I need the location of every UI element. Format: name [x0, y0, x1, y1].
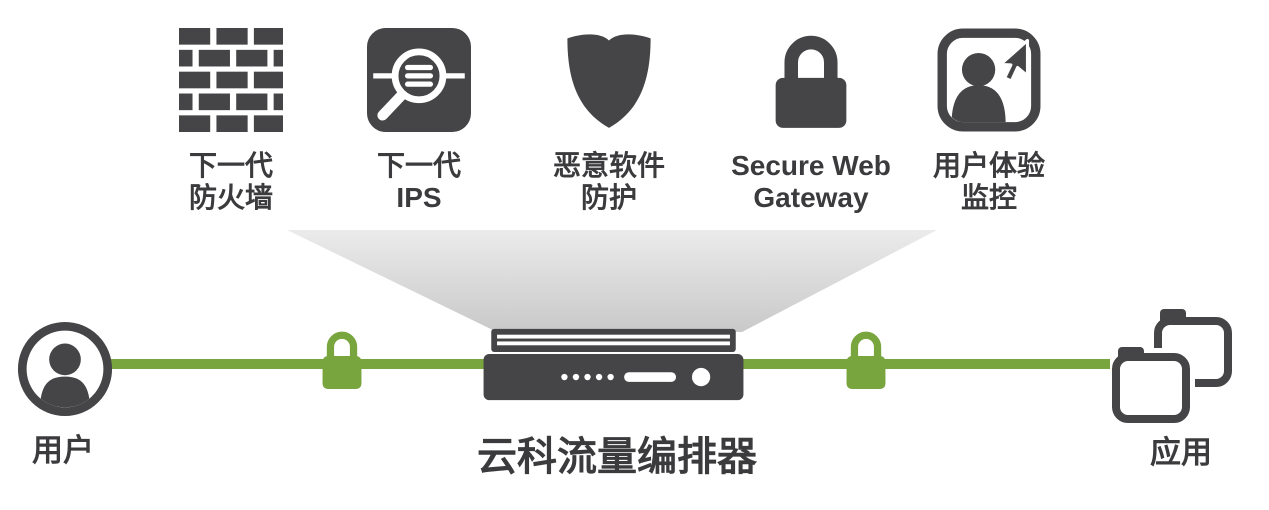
service-secure-web-gateway: Secure Web Gateway: [703, 28, 919, 214]
apps-icon: [1107, 309, 1232, 428]
applications-node: [1107, 309, 1235, 432]
service-label-line1: 恶意软件: [552, 150, 665, 181]
service-label-line2: 防火墙: [188, 181, 273, 213]
user-node: [17, 321, 113, 422]
server-icon: [483, 328, 744, 401]
user-experience-icon: [937, 28, 1041, 132]
applications-label: 应用: [1150, 435, 1212, 470]
user-label: 用户: [32, 433, 94, 468]
green-lock-icon: [846, 331, 886, 390]
service-firewall: 下一代 防火墙: [123, 28, 339, 214]
orchestrator-node: [482, 327, 745, 409]
service-ips: 下一代 IPS: [311, 28, 527, 214]
service-label-line2: 监控: [960, 181, 1017, 213]
user-icon: [17, 321, 113, 417]
service-label-ips: 下一代 IPS: [311, 150, 527, 214]
service-label-line2: Gateway: [753, 181, 869, 213]
orchestrator-label: 云科流量编排器: [477, 435, 757, 479]
service-label-line1: Secure Web: [731, 150, 891, 181]
service-label-line2: IPS: [396, 181, 442, 213]
service-label-line1: 用户体验: [932, 150, 1045, 181]
service-label-line1: 下一代: [188, 150, 273, 181]
firewall-icon: [179, 28, 283, 132]
service-label-swg: Secure Web Gateway: [703, 150, 919, 214]
service-user-experience: 用户体验 监控: [881, 28, 1097, 214]
green-lock-icon: [322, 331, 362, 390]
malware-protection-shield-icon: [567, 34, 651, 128]
service-label-firewall: 下一代 防火墙: [123, 150, 339, 214]
service-label-malware: 恶意软件 防护: [501, 150, 717, 214]
funnel-shape: [287, 230, 937, 332]
encryption-lock-left: [317, 327, 367, 398]
service-label-line1: 下一代: [376, 150, 461, 181]
secure-web-gateway-lock-icon: [775, 35, 847, 128]
encryption-lock-right: [841, 327, 891, 398]
service-malware-protection: 恶意软件 防护: [501, 28, 717, 214]
service-label-line2: 防护: [580, 181, 637, 213]
service-label-uem: 用户体验 监控: [881, 150, 1097, 214]
ips-icon: [367, 28, 471, 132]
